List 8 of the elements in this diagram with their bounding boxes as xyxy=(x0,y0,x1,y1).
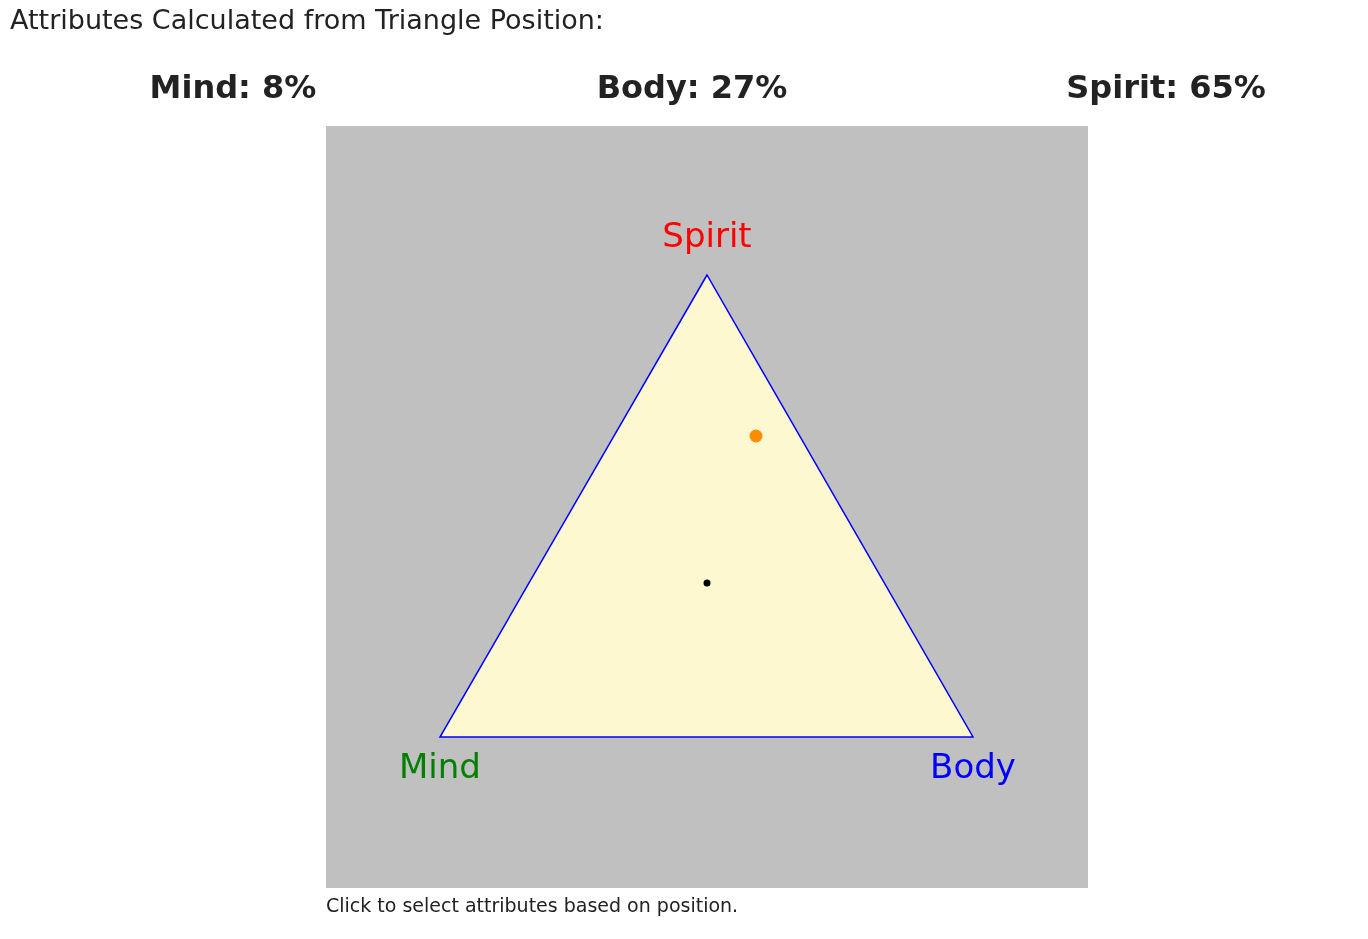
attribute-percentage: Mind: 8% xyxy=(149,68,317,106)
vertex-label: Mind xyxy=(399,746,481,786)
vertex-label: Spirit xyxy=(662,215,752,255)
attribute-percentage: Spirit: 65% xyxy=(1066,68,1266,106)
attribute-percentage: Body: 27% xyxy=(596,68,788,106)
caption: Click to select attributes based on position. xyxy=(326,894,739,916)
heading: Attributes Calculated from Triangle Position: xyxy=(10,4,604,35)
vertex-label: Body xyxy=(930,746,1016,786)
